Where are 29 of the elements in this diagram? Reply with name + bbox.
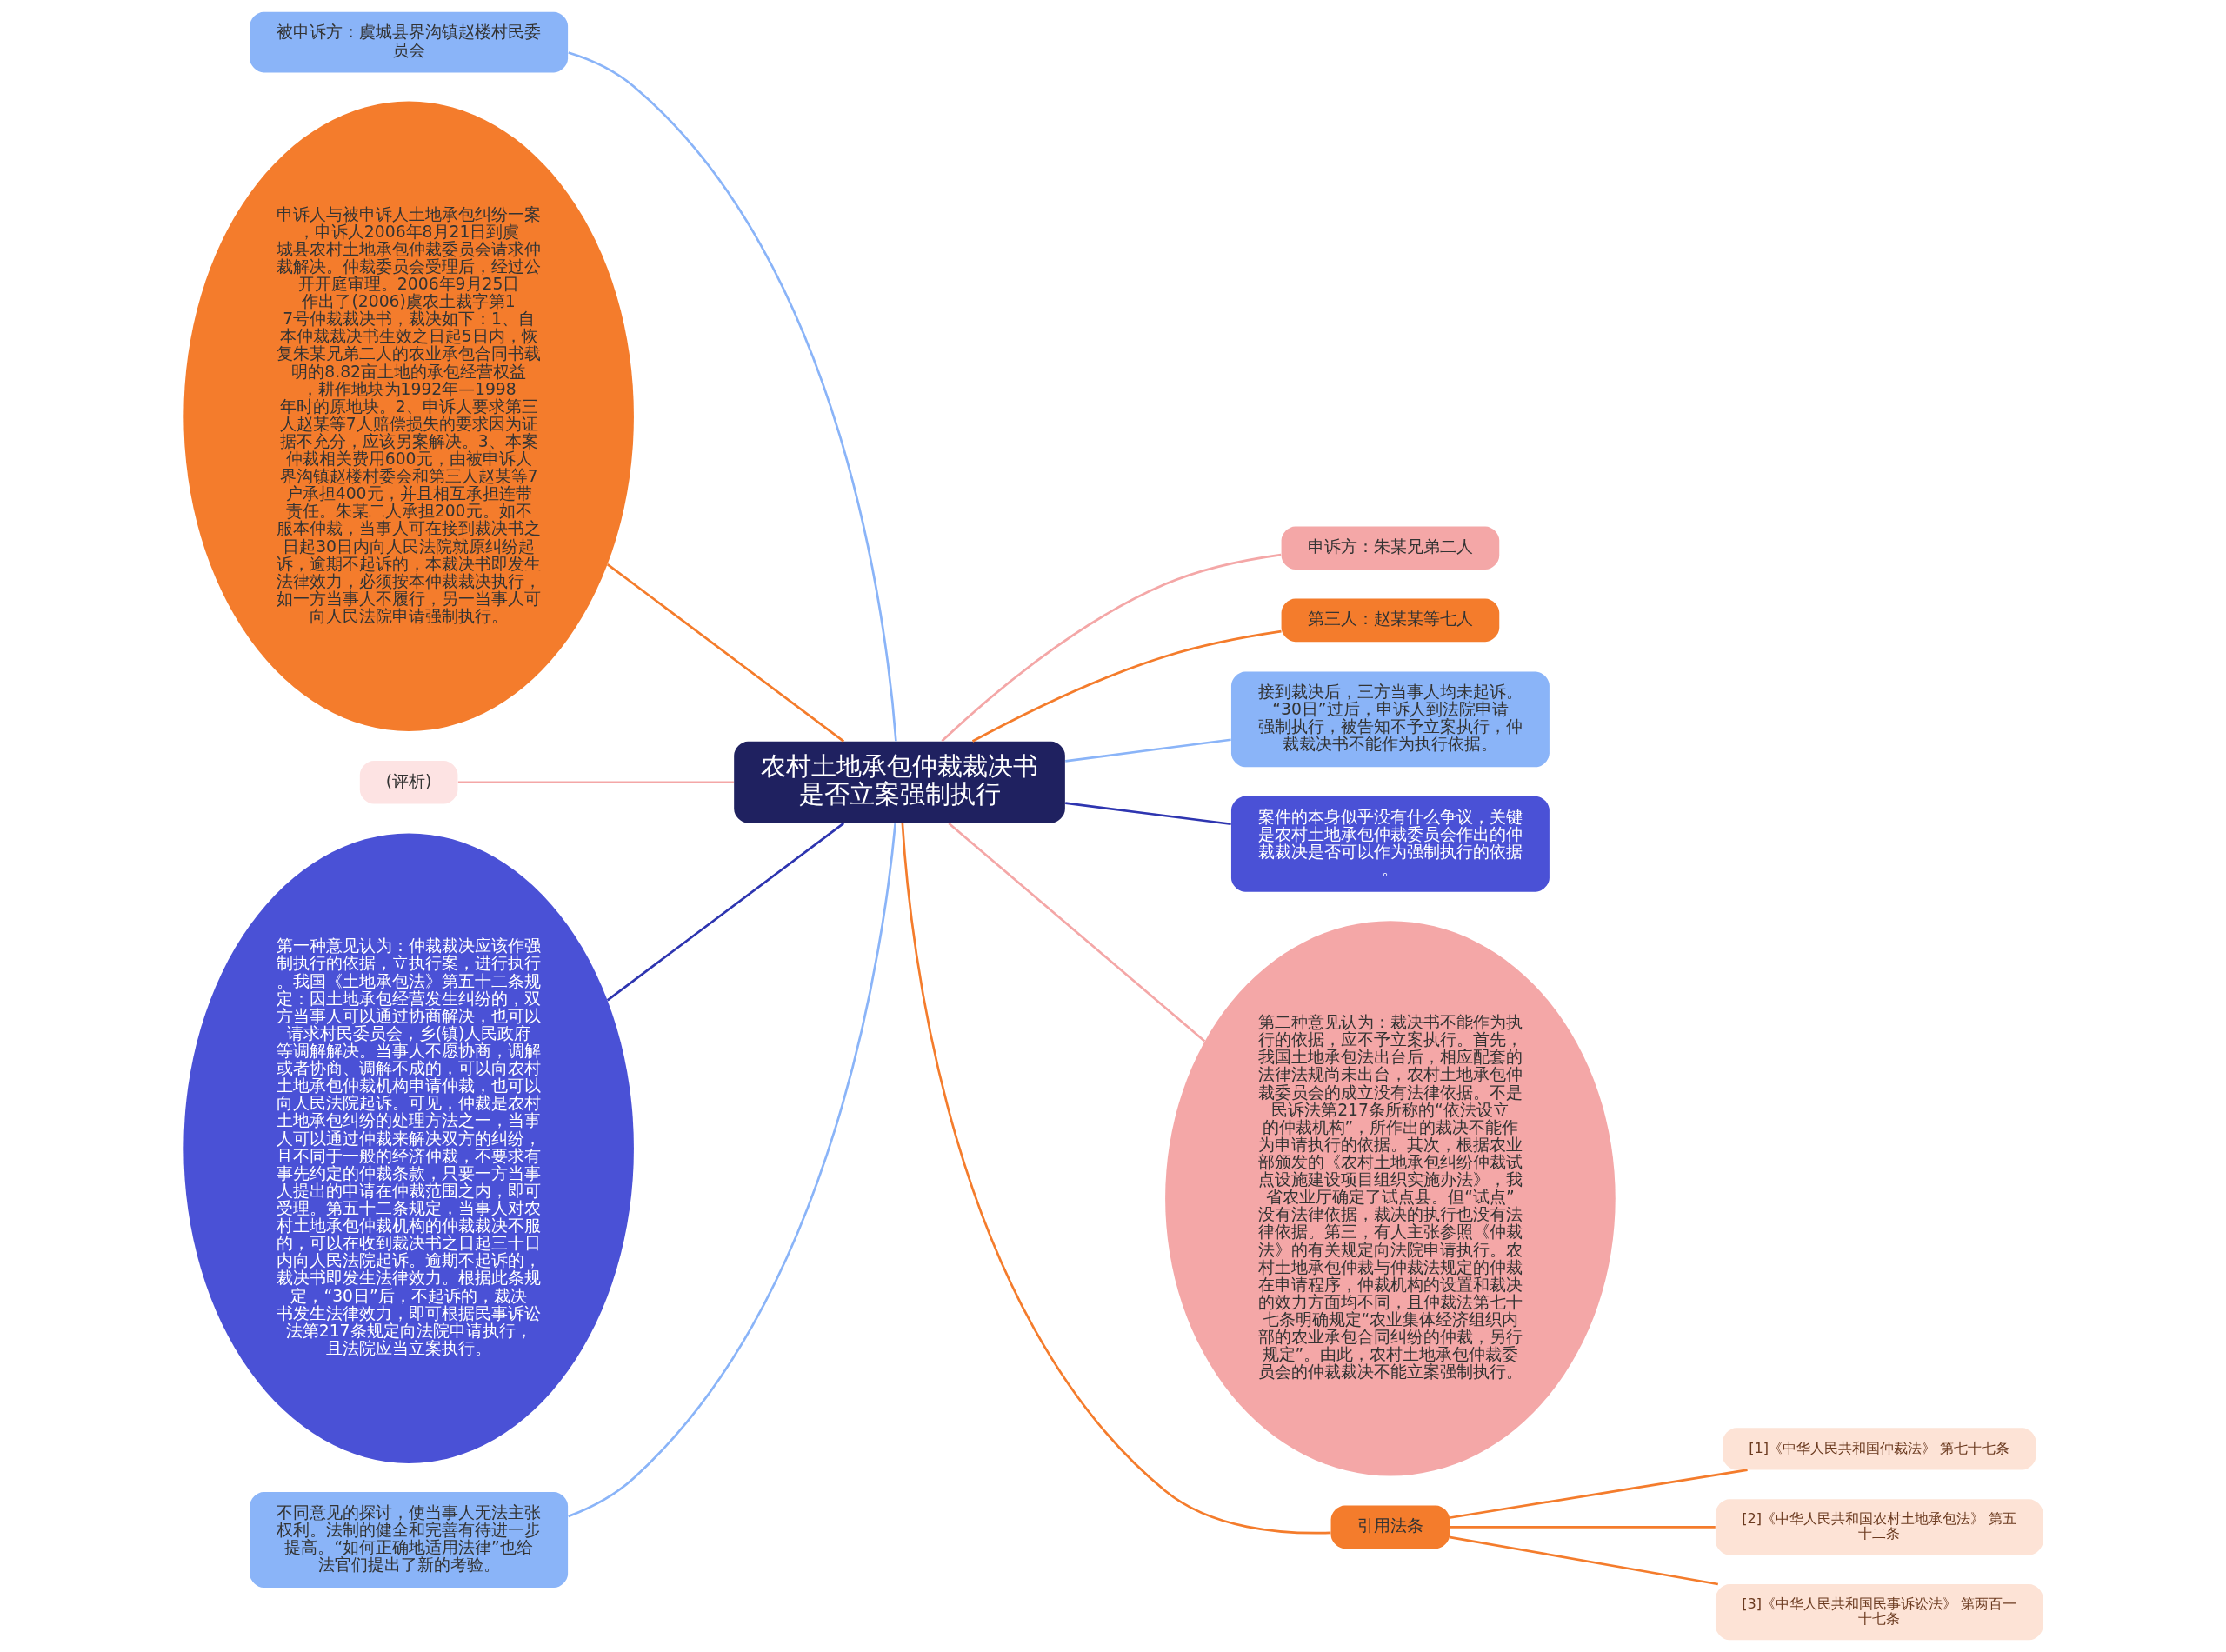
connector <box>1064 738 1231 763</box>
node-box: 农村土地承包仲裁裁决书是否立案强制执行 <box>733 741 1065 823</box>
node-box: 第三人：赵某某等七人 <box>1281 598 1499 643</box>
node-box: [1]《中华人民共和国仲裁法》 第七十七条 <box>1722 1428 2036 1470</box>
connector <box>567 823 896 1518</box>
connector <box>606 563 844 743</box>
connector <box>947 822 1205 1042</box>
connector <box>1450 1469 1748 1519</box>
node-box: 申诉方：朱某兄弟二人 <box>1281 526 1499 570</box>
connector <box>901 823 1330 1535</box>
connector <box>1450 1525 1716 1529</box>
node-box: 接到裁决后，三方当事人均未起诉。“30日”过后，申诉人到法院申请强制执行，被告知不予立案执行，仲裁裁决书不能作为执行依据。 <box>1230 671 1550 768</box>
connector <box>1450 1535 1718 1586</box>
node-box: (评析) <box>359 760 457 804</box>
node-ellipse: 第一种意见认为：仲裁裁决应该作强制执行的依据，立执行案，进行执行。我国《土地承包法》第五十二条规定：因土地承包经营发生纠纷的，双方当事人可以通过协商解决，也可以请求村民委员会，乡(镇)人民政府等调解解决。当事人不愿协商，调解或者协商、调解不成的，可以向农村土地承包仲裁机构申请仲裁，也可以向人民法院起诉。可见，仲裁是农村土地承包纠纷的处理方法之一，当事人可以通过仲裁来解决双方的纠纷，且不同于一般的经济仲裁，不要求有事先约定的仲裁条款，只要一方当事人提出的申请在仲裁范围之内，即可受理。第五十二条规定，当事人对农村土地承包仲裁机构的仲裁裁决不服的，可以在收到裁决书之日起三十日内向人民法院起诉。逾期不起诉的，裁决书即发生法律效力。根据此条规定，“30日”后，不起诉的，裁决书发生法律效力，即可根据民事诉讼法第217条规定向法院申请执行，且法院应当立案执行。 <box>183 833 634 1463</box>
connector <box>457 781 734 784</box>
node-box: 案件的本身似乎没有什么争议，关键是农村土地承包仲裁委员会作出的仲裁裁决是否可以作为强制执行的依据。 <box>1230 796 1550 892</box>
node-box: 被申诉方：虞城县界沟镇赵楼村民委员会 <box>249 11 568 73</box>
node-ellipse: 申诉人与被申诉人土地承包纠纷一案，申诉人2006年8月21日到虞城县农村土地承包仲裁委员会请求仲裁解决。仲裁委员会受理后，经过公开开庭审理。2006年9月25日作出了(2006)虞农土裁字第17号仲裁裁决书，裁决如下：1、自本仲裁裁决书生效之日起5日内，恢复朱某兄弟二人的农业承包合同书载明的8.82亩土地的承包经营权益，耕作地块为1992年—1998年时的原地块。2、申诉人要求第三人赵某等7人赔偿损失的要求因为证据不充分，应该另案解决。3、本案仲裁相关费用600元，由被申诉人界沟镇赵楼村委会和第三人赵某等7户承担400元，并且相互承担连带责任。朱某二人承担200元。如不服本仲裁，当事人可在接到裁决书之日起30日内向人民法院就原纠纷起诉，逾期不起诉的，本裁决书即发生法律效力，必须按本仲裁裁决执行，如一方当事人不履行，另一当事人可向人民法院申请强制执行。 <box>183 101 634 732</box>
connector <box>940 553 1281 743</box>
node-box: [3]《中华人民共和国民事诉讼法》 第两百一十七条 <box>1715 1584 2043 1641</box>
connector <box>971 629 1282 743</box>
node-ellipse: 第二种意见认为：裁决书不能作为执行的依据，应不予立案执行。首先，我国土地承包法出台后，相应配套的法律法规尚未出台，农村土地承包仲裁委员会的成立没有法律依据。不是民诉法第217条所称的“依法设立的仲裁机构”，所作出的裁决不能作为申请执行的依据。其次，根据农业部颁发的《农村土地承包纠纷仲裁试点设施建设项目组织实施办法》，我省农业厅确定了试点县。但“试点”没有法律依据，裁决的执行也没有法律依据。第三，有人主张参照《仲裁法》的有关规定向法院申请执行。农村土地承包仲裁与仲裁法规定的仲裁在申请程序，仲裁机构的设置和裁决的效力方面均不同，且仲裁法第七十七条明确规定“农业集体经济组织内部的农业承包合同纠纷的仲裁，另行规定”。由此，农村土地承包仲裁委员会的仲裁裁决不能立案强制执行。 <box>1164 921 1616 1476</box>
connector <box>606 822 844 1002</box>
node-box: 引用法条 <box>1330 1505 1450 1549</box>
node-box: [2]《中华人民共和国农村土地承包法》 第五十二条 <box>1715 1499 2043 1555</box>
connector <box>567 51 897 742</box>
connector <box>1064 802 1231 826</box>
node-box: 不同意见的探讨，使当事人无法主张权利。法制的健全和完善有待进一步提高。“如何正确地适用法律”也给法官们提出了新的考验。 <box>249 1492 568 1588</box>
